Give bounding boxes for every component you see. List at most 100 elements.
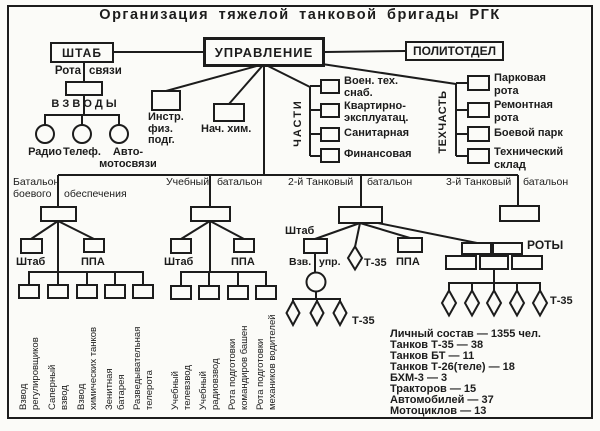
t35-tank-diamond-icon (531, 288, 549, 318)
bbo-ppa-box (83, 238, 105, 253)
bbo-hq-box (40, 206, 77, 222)
stats-line-2: Танков Т-35 — 38 (390, 339, 484, 351)
tank2-hq-box (338, 206, 383, 224)
uchebny-unit-box-3 (227, 285, 249, 300)
nach-him-label: Нач. хим. (201, 123, 252, 135)
tank3-name-word2: батальон (523, 176, 569, 188)
page-title: Организация тяжелой танковой бригады РГК (99, 7, 501, 23)
signal-company-box (65, 81, 103, 96)
nach-him-box (213, 103, 245, 122)
stats-line-7: Автомобилей — 37 (390, 394, 494, 406)
diagram-border (7, 5, 593, 419)
stats-line-4: Танков Т-26(теле) — 18 (390, 361, 515, 373)
instructor-box (151, 90, 181, 111)
uchebny-hq-box (190, 206, 231, 222)
chasti-heading: ЧАСТИ (292, 99, 304, 147)
roty-box-3 (445, 255, 477, 270)
signal-company-word2: связи (89, 65, 122, 77)
tehchast-heading: ТЕХЧАСТЬ (437, 90, 449, 154)
tehchast-label-3: Боевой парк (494, 127, 563, 139)
t35-tank-diamond-icon (463, 288, 481, 318)
t35-tank-diamond-icon (440, 288, 458, 318)
bbo-unit-label-2: Саперный взвод (47, 364, 70, 410)
uchebny-unit-label-4: Рота подготовки механиков водителей (255, 314, 278, 410)
telephone-platoon-label: Телеф. (63, 146, 101, 158)
tank2-name-word1: 2-й Танковый (288, 176, 354, 188)
stats-line-3: Танков БТ — 11 (390, 350, 475, 362)
tank2-upr-label: упр. (319, 256, 341, 268)
roty-box-2 (492, 242, 523, 255)
bbo-unit-label-5: Разведывательная телерота (132, 326, 155, 410)
roty-t35-label: Т-35 (550, 295, 573, 307)
uchebny-unit-box-2 (198, 285, 220, 300)
roty-heading: РОТЫ (527, 238, 564, 252)
chasti-box-1 (320, 79, 340, 94)
control-platoon-circle-icon (305, 271, 327, 293)
upravlenie-box: УПРАВЛЕНИЕ (203, 37, 325, 67)
radio-platoon-label: Радио (28, 146, 62, 158)
t35-tank-diamond-icon (285, 298, 301, 328)
t35-tank-diamond-icon (332, 298, 348, 328)
roty-box-5 (511, 255, 543, 270)
uchebny-name-word1: Учебный (166, 176, 210, 188)
politotdel-box: ПОЛИТОТДЕЛ (405, 41, 504, 61)
shtab-box: ШТАБ (50, 42, 114, 63)
uchebny-shtab-box (170, 238, 192, 254)
stats-line-8: Мотоциклов — 13 (390, 405, 487, 417)
uchebny-unit-box-1 (170, 285, 192, 300)
tank2-name-word2: батальон (367, 176, 413, 188)
stats-line-1: Личный состав — 1355 чел. (390, 328, 541, 340)
tank3-name-word1: 3-й Танковый (446, 176, 512, 188)
t35-tank-diamond-icon (309, 298, 325, 328)
tehchast-box-1 (467, 75, 490, 91)
bbo-unit-box-3 (76, 284, 98, 299)
uchebny-unit-label-3: Рота подготовки командиров башен (227, 325, 250, 410)
chasti-box-2 (320, 103, 340, 118)
radio-platoon-circle-icon (35, 124, 55, 144)
tehchast-box-3 (467, 126, 490, 142)
tehchast-label-2: Ремонтная рота (494, 99, 553, 124)
uchebny-unit-label-1: Учебный телевзвод (170, 365, 193, 410)
bbo-unit-box-5 (132, 284, 154, 299)
roty-box-1 (461, 242, 492, 255)
uchebny-ppa-label: ППА (231, 256, 255, 268)
chasti-label-3: Санитарная (344, 127, 410, 139)
tank2-t35-platoon-label: Т-35 (352, 315, 375, 327)
uchebny-ppa-box (233, 238, 255, 253)
t35-tank-diamond-icon (346, 244, 364, 272)
tehchast-label-4: Технический склад (494, 146, 564, 171)
t35-tank-diamond-icon (485, 288, 503, 318)
chasti-label-4: Финансовая (344, 148, 412, 160)
tank2-shtab-label: Штаб (285, 225, 315, 237)
chasti-box-3 (320, 127, 340, 142)
bbo-unit-label-4: Зенитная батарея (104, 368, 127, 410)
tehchast-box-2 (467, 102, 490, 118)
tank3-hq-box (499, 205, 540, 222)
bbo-unit-label-1: Взвод регулировщиков (18, 337, 41, 410)
platoons-heading: В З В О Д Ы (51, 98, 117, 110)
stats-line-5: БХМ-3 — 3 (390, 372, 448, 384)
bbo-shtab-box (20, 238, 43, 254)
bbo-name-word3: обеспечения (64, 188, 127, 200)
tank2-ppa-box (397, 237, 423, 253)
bbo-unit-box-1 (18, 284, 40, 299)
bbo-unit-box-2 (47, 284, 69, 299)
t35-tank-diamond-icon (508, 288, 526, 318)
automoto-platoon-label: Авто- мотосвязи (99, 146, 157, 170)
bbo-unit-box-4 (104, 284, 126, 299)
tank2-ppa-label: ППА (396, 256, 420, 268)
telephone-platoon-circle-icon (72, 124, 92, 144)
uchebny-shtab-label: Штаб (164, 256, 194, 268)
uchebny-unit-box-4 (255, 285, 277, 300)
bbo-ppa-label: ППА (81, 256, 105, 268)
bbo-shtab-label: Штаб (16, 256, 46, 268)
chasti-label-1: Воен. тех. снаб. (344, 75, 399, 99)
chasti-label-2: Квартирно- эксплуатац. (344, 100, 409, 124)
lines-group (28, 50, 541, 301)
tank2-shtab-box (303, 238, 328, 254)
uchebny-name-word2: батальон (217, 176, 263, 188)
tank2-t35-hq-label: Т-35 (364, 257, 387, 269)
signal-company-word1: Рота (54, 65, 81, 77)
